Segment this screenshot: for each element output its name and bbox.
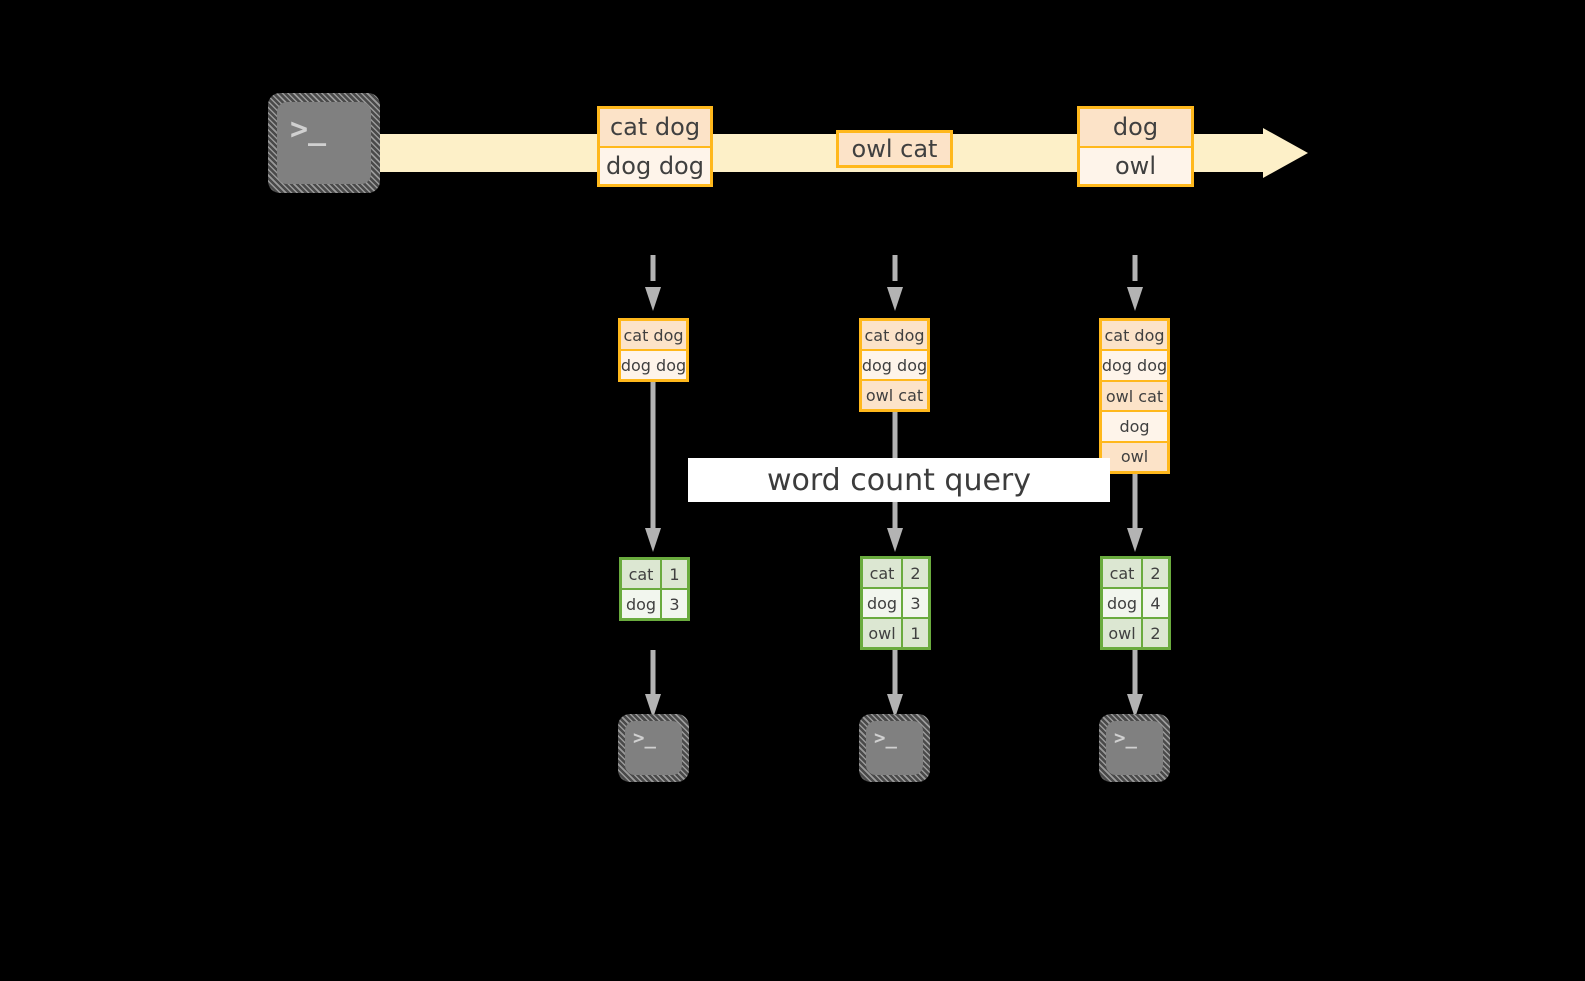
terminal-prompt-icon: >_ <box>1114 727 1137 749</box>
result-row: dog 4 <box>1103 587 1168 617</box>
result-word: cat <box>1103 559 1143 587</box>
snapshot-row: owl <box>1102 440 1167 471</box>
event-line: cat dog <box>600 109 710 146</box>
snapshot-table-3[interactable]: cat dog dog dog owl cat dog owl <box>1099 318 1170 474</box>
terminal-face <box>1106 721 1163 775</box>
terminal-face <box>277 102 371 184</box>
snapshot-row: dog dog <box>862 349 927 379</box>
result-word: cat <box>622 560 662 588</box>
result-word: owl <box>1103 619 1143 647</box>
result-row: owl 1 <box>863 617 928 647</box>
sink-terminal-2[interactable]: >_ <box>859 714 930 782</box>
snapshot-row: owl cat <box>862 379 927 409</box>
result-word: dog <box>863 589 903 617</box>
sink-connector-2 <box>887 650 903 718</box>
result-table-2[interactable]: cat 2 dog 3 owl 1 <box>860 556 931 650</box>
event-line: dog <box>1080 109 1191 146</box>
terminal-prompt-icon: >_ <box>290 112 327 147</box>
result-count: 1 <box>662 560 687 588</box>
result-word: dog <box>1103 589 1143 617</box>
dashed-connector-2 <box>887 255 903 311</box>
result-word: dog <box>622 590 662 618</box>
result-word: cat <box>863 559 903 587</box>
stream-event-2[interactable]: owl cat <box>836 130 953 168</box>
terminal-prompt-icon: >_ <box>874 727 897 749</box>
dashed-connector-3 <box>1127 255 1143 311</box>
sink-terminal-1[interactable]: >_ <box>618 714 689 782</box>
snapshot-table-2[interactable]: cat dog dog dog owl cat <box>859 318 930 412</box>
query-connector-1 <box>645 382 661 552</box>
snapshot-row: cat dog <box>1102 321 1167 350</box>
sink-connector-1 <box>645 650 661 718</box>
snapshot-row: cat dog <box>862 321 927 349</box>
result-count: 2 <box>903 559 928 587</box>
query-label: word count query <box>688 458 1110 502</box>
stream-event-1[interactable]: cat dog dog dog <box>597 106 713 187</box>
snapshot-row: dog dog <box>621 349 686 379</box>
terminal-face <box>866 721 923 775</box>
query-connector-3 <box>1127 474 1143 552</box>
stream-event-3[interactable]: dog owl <box>1077 106 1194 187</box>
terminal-prompt-icon: >_ <box>633 727 656 749</box>
result-count: 3 <box>903 589 928 617</box>
snapshot-row: dog dog <box>1102 349 1167 380</box>
result-row: cat 1 <box>622 560 687 588</box>
event-line: owl cat <box>839 133 950 165</box>
sink-connector-3 <box>1127 650 1143 718</box>
event-line: owl <box>1080 145 1191 184</box>
sink-terminal-3[interactable]: >_ <box>1099 714 1170 782</box>
result-row: dog 3 <box>863 587 928 617</box>
result-table-1[interactable]: cat 1 dog 3 <box>619 557 690 621</box>
source-terminal[interactable]: >_ <box>268 93 380 193</box>
snapshot-table-1[interactable]: cat dog dog dog <box>618 318 689 382</box>
result-table-3[interactable]: cat 2 dog 4 owl 2 <box>1100 556 1171 650</box>
result-word: owl <box>863 619 903 647</box>
snapshot-row: dog <box>1102 410 1167 441</box>
terminal-face <box>625 721 682 775</box>
result-count: 1 <box>903 619 928 647</box>
result-row: owl 2 <box>1103 617 1168 647</box>
result-row: dog 3 <box>622 588 687 618</box>
snapshot-row: owl cat <box>1102 379 1167 411</box>
result-count: 2 <box>1143 619 1168 647</box>
snapshot-row: cat dog <box>621 321 686 349</box>
result-count: 3 <box>662 590 687 618</box>
result-count: 4 <box>1143 589 1168 617</box>
result-count: 2 <box>1143 559 1168 587</box>
dashed-connector-1 <box>645 255 661 311</box>
result-row: cat 2 <box>863 559 928 587</box>
event-line: dog dog <box>600 145 710 184</box>
result-row: cat 2 <box>1103 559 1168 587</box>
